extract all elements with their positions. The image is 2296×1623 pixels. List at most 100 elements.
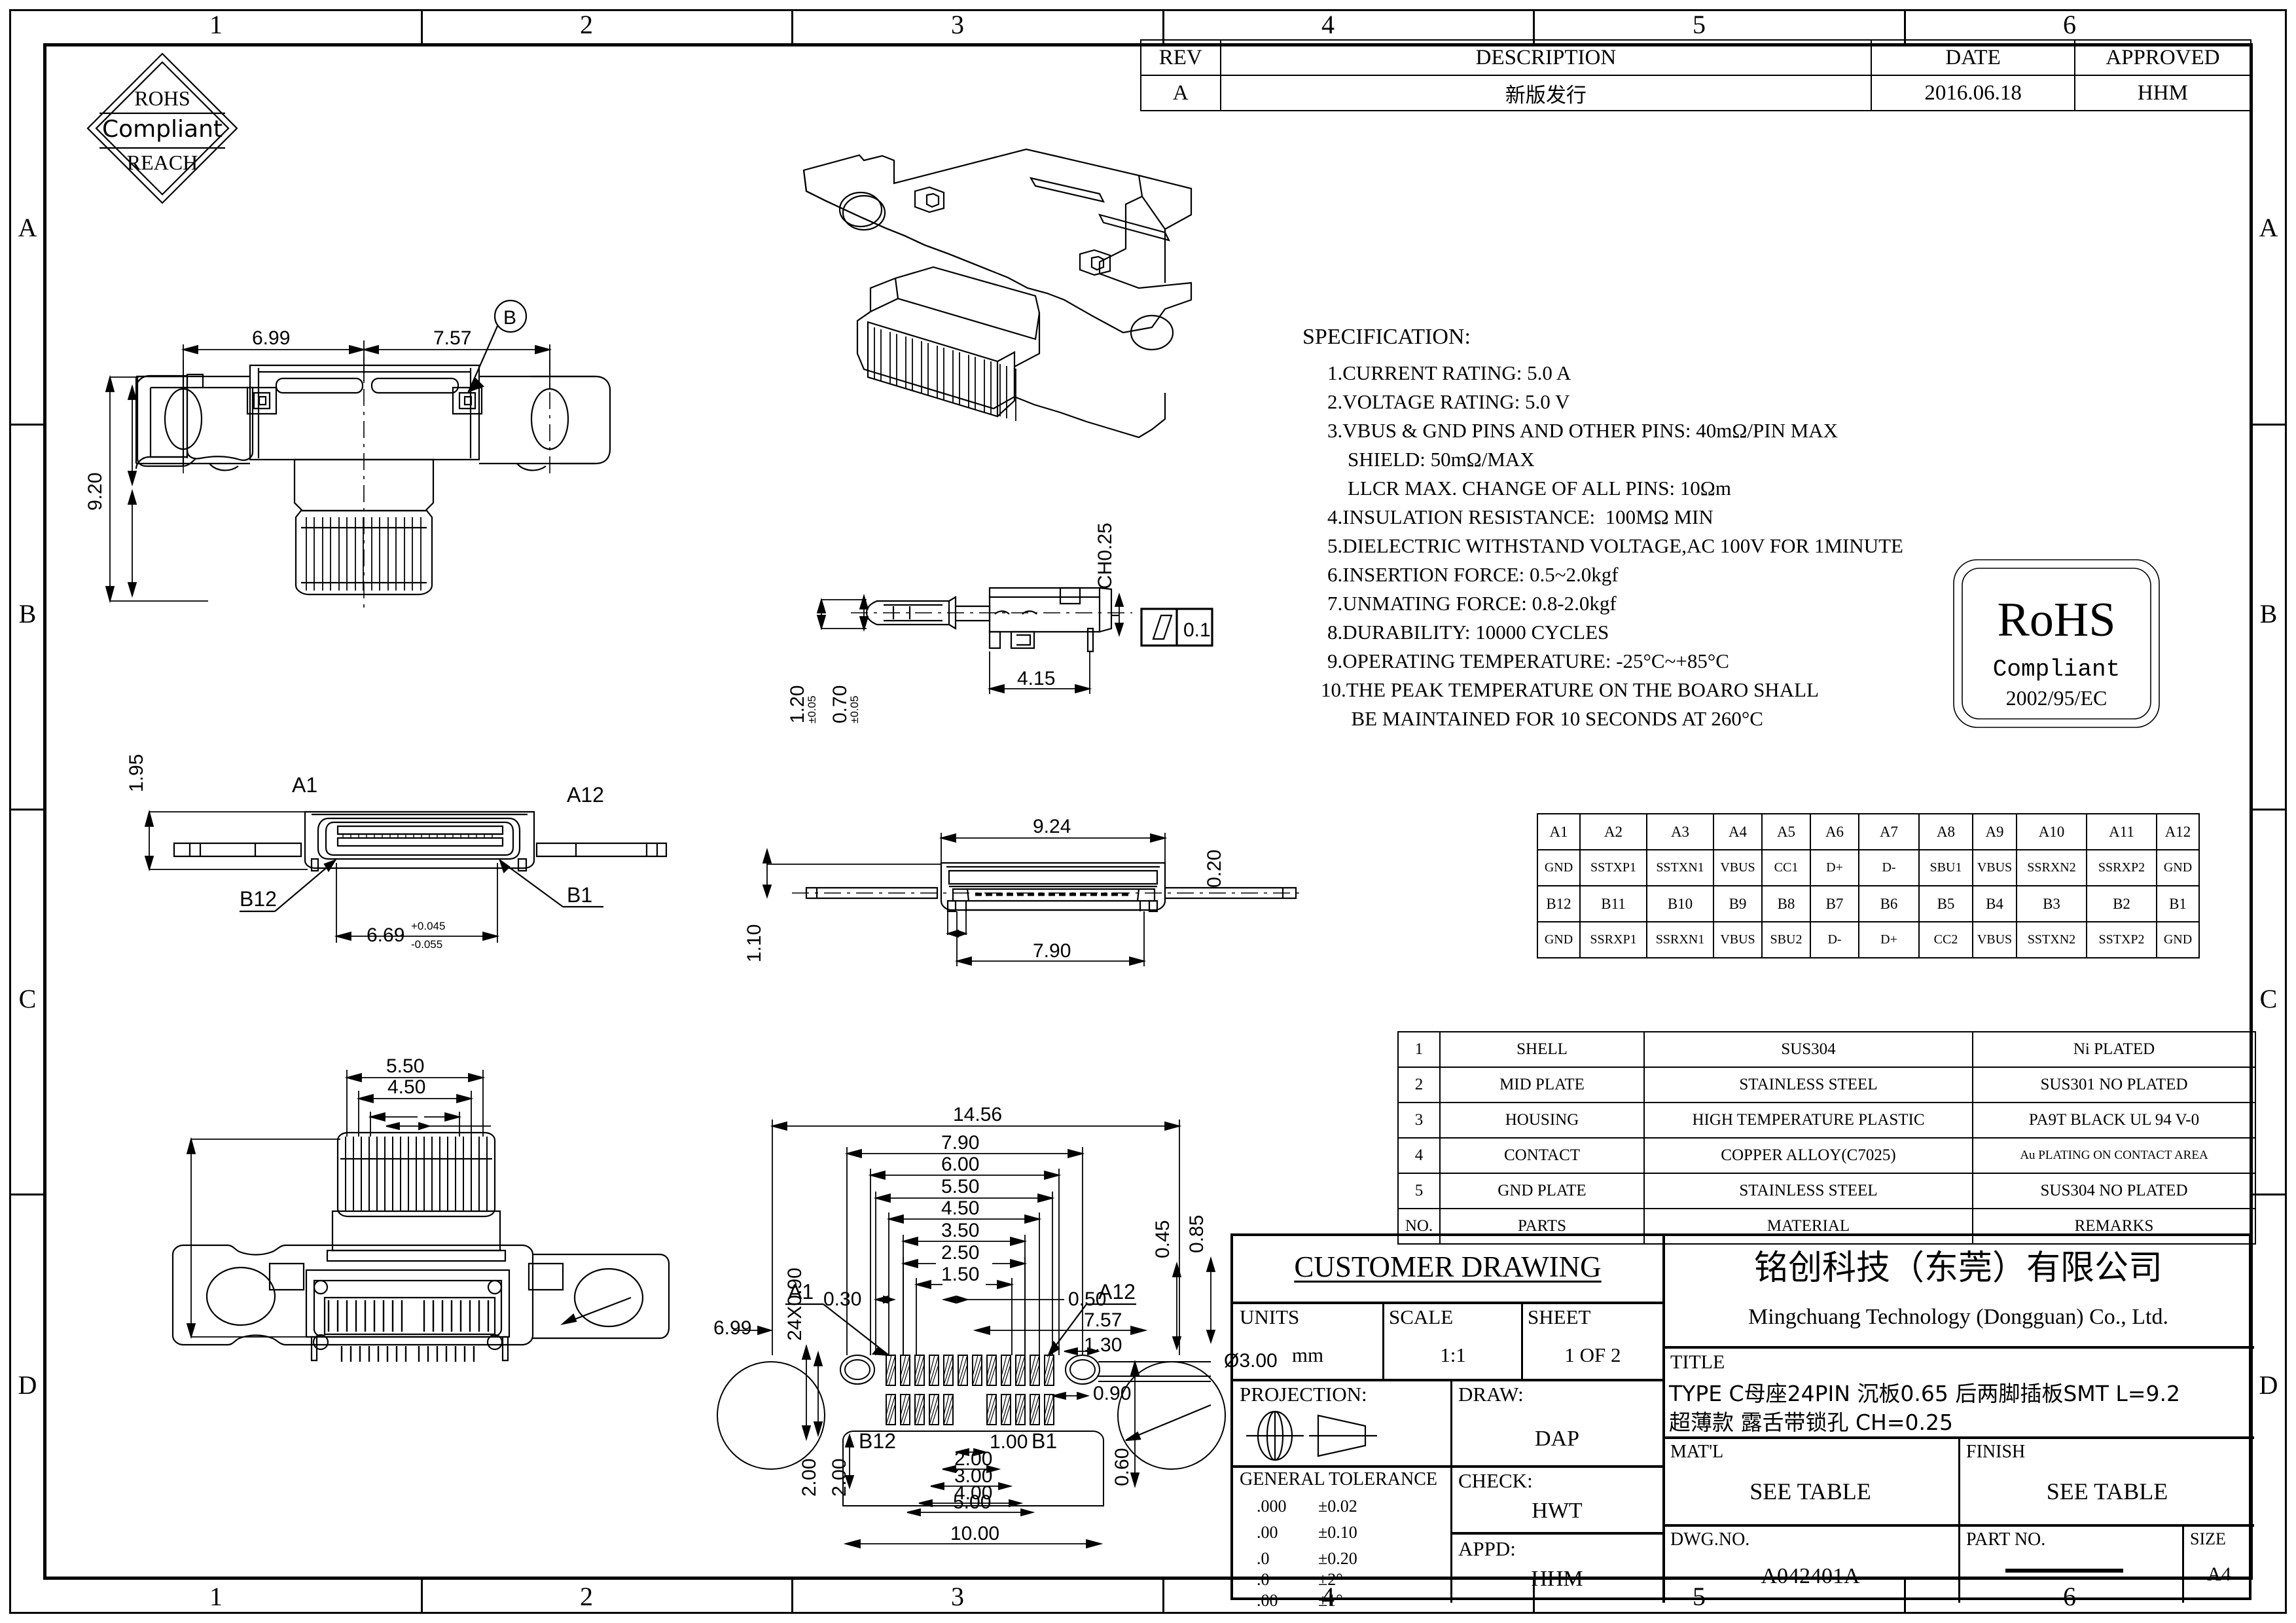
tolerance-places-1: .000 [1257, 1497, 1287, 1516]
pin-id-a4: A4 [1713, 813, 1763, 850]
table-row-pin-a-signals: GND SSTXP1 SSTXN1 VBUS CC1 D+ D- SBU1 VB… [1537, 849, 2200, 886]
scale-value: 1:1 [1440, 1343, 1466, 1366]
pcb-dim-1-30: 1.30 [1084, 1334, 1122, 1356]
zone-label-col-4: 4 [1321, 10, 1335, 39]
zone-label-col-5: 5 [1693, 10, 1706, 39]
dim-4-15: 4.15 [1017, 668, 1055, 689]
zone-divider [2253, 424, 2287, 426]
rohs-box-line3: 2002/95/EC [2005, 686, 2108, 710]
spec-item-3b: LLCR MAX. CHANGE OF ALL PINS: 10Ωm [1327, 477, 1731, 500]
mat-matl-1: SUS304 [1643, 1031, 1973, 1068]
dim-7-90-section: 7.90 [1033, 940, 1071, 962]
company-name-cn: 铭创科技（东莞）有限公司 [1753, 1249, 2162, 1288]
zone-label-col-2: 2 [580, 10, 593, 39]
pin-sig-b10: SSRXN1 [1646, 921, 1714, 958]
rev-header-rev: REV [1140, 39, 1221, 76]
table-row: A 新版发行 2016.06.18 HHM [1140, 75, 2252, 111]
spec-item-5: 5.DIELECTRIC WITHSTAND VOLTAGE,AC 100V F… [1327, 534, 1903, 557]
isometric-view [802, 148, 1193, 439]
pin-id-b6: B6 [1858, 885, 1920, 922]
pin-sig-a2: SSTXP1 [1579, 849, 1647, 886]
pcb-dim-1-50: 1.50 [941, 1264, 979, 1285]
rev-header-desc: DESCRIPTION [1219, 39, 1873, 76]
pcb-dim-7-57: 7.57 [1084, 1309, 1122, 1331]
pin-id-a8: A8 [1918, 813, 1973, 850]
tb-divider [1382, 1302, 1384, 1379]
zone-divider [1533, 9, 1535, 43]
units-label: UNITS [1240, 1305, 1300, 1328]
appd-value: HHM [1531, 1567, 1583, 1591]
mat-part-5: GND PLATE [1439, 1173, 1645, 1209]
rev-header-date: DATE [1871, 39, 2075, 76]
pcb-dim-4-50: 4.50 [941, 1197, 979, 1219]
pin-sig-a4: VBUS [1713, 849, 1763, 886]
mat-part-3: HOUSING [1439, 1102, 1645, 1139]
pin-id-b12: B12 [1537, 885, 1581, 922]
rohs-stamp-line3: REACH [126, 151, 198, 174]
pin-sig-b7: D- [1810, 921, 1859, 958]
spec-item-7: 7.UNMATING FORCE: 0.8-2.0kgf [1327, 592, 1617, 615]
draw-label: DRAW: [1458, 1383, 1524, 1406]
pcb-dim-060-group: 0.60 [1111, 1359, 1140, 1489]
zone-divider [9, 1194, 43, 1195]
rohs-reach-stamp: ROHS Compliant REACH [85, 51, 240, 206]
pin-sig-b12: GND [1537, 921, 1581, 958]
mat-part-1: SHELL [1439, 1031, 1645, 1068]
sheet-value: 1 OF 2 [1564, 1343, 1621, 1366]
pin-sig-a11: SSRXP2 [2086, 849, 2157, 886]
label-A12: A12 [567, 783, 604, 807]
pcb-dim-5-00: 5.00 [953, 1491, 991, 1513]
zone-label-col-6: 6 [2063, 10, 2076, 39]
pcb-dim-0-90: 0.90 [1093, 1383, 1131, 1404]
tb-divider [1662, 1236, 1665, 1603]
size-value: A4 [2207, 1563, 2231, 1585]
zone-divider [2253, 1194, 2287, 1195]
pcb-dim-2-00-b: 2.00 [829, 1459, 850, 1497]
pin-sig-a7: D- [1858, 849, 1920, 886]
pcb-dim-0-50: 0.50 [1068, 1288, 1106, 1310]
pcb-dim-24x090: 24X0.90 [784, 1267, 806, 1341]
spec-item-1: 1.CURRENT RATING: 5.0 A [1327, 361, 1571, 384]
dim-9-20: 9.20 [84, 473, 106, 511]
spec-item-10b: BE MAINTAINED FOR 10 SECONDS AT 260°C [1321, 707, 1763, 730]
mat-rem-1: Ni PLATED [1972, 1031, 2256, 1068]
side-detail-view: 1.20 ±0.05 0.70 ±0.05 4.15 CH0.25 0.1 [787, 522, 1213, 723]
tb-divider [1662, 1346, 2254, 1349]
zone-label-col-3: 3 [951, 10, 964, 39]
zone-label-row-D: D [18, 1370, 37, 1400]
part-no-blank-line [2005, 1569, 2123, 1573]
title-block: CUSTOMER DRAWING UNITS mm SCALE 1:1 SHEE… [1230, 1233, 2254, 1610]
pin-sig-b2: SSTXP2 [2086, 921, 2157, 958]
pcb-dim-dia-3-00: Ø3.00 [1224, 1350, 1278, 1372]
dim-1-20-tol: ±0.05 [806, 696, 818, 723]
tolerance-value-4: ±2° [1318, 1570, 1343, 1589]
pcb-dim-0-45: 0.45 [1152, 1220, 1174, 1258]
rev-header-approved: APPROVED [2073, 39, 2252, 76]
detail-balloon-B: B [503, 307, 516, 329]
table-row-header: REV DESCRIPTION DATE APPROVED [1140, 39, 2252, 76]
tb-divider [1233, 1465, 1662, 1468]
pcb-dim-6-99: 6.99 [713, 1317, 751, 1339]
zone-label-row-B: B [18, 599, 37, 629]
tolerance-places-3: .0 [1257, 1549, 1270, 1568]
dim-7-57: 7.57 [433, 327, 471, 349]
label-B1: B1 [567, 883, 592, 907]
zone-divider [791, 1580, 793, 1614]
pcb-label-A1: A1 [788, 1280, 814, 1304]
table-row: 5 GND PLATE STAINLESS STEEL SUS304 NO PL… [1397, 1173, 2256, 1209]
top-section-view: 1.95 A1 A12 B12 B1 6.69 +0.045 -0.055 [126, 754, 668, 951]
section-view: 9.24 7.90 1.10 [744, 816, 1304, 966]
label-B12: B12 [240, 887, 277, 911]
tolerance-places-2: .00 [1257, 1523, 1278, 1542]
tb-divider [1450, 1379, 1452, 1603]
pcb-label-B1: B1 [1031, 1429, 1057, 1453]
dim-0-20: 0.20 [1204, 849, 1225, 888]
zone-label-row-C: C [18, 984, 37, 1013]
spec-item-9: 9.OPERATING TEMPERATURE: -25°C~+85°C [1327, 649, 1729, 672]
label-A1: A1 [292, 773, 317, 797]
pcb-dim-3-00: 3.00 [954, 1465, 992, 1487]
pin-id-a5: A5 [1761, 813, 1811, 850]
pin-id-b1: B1 [2156, 885, 2200, 922]
tolerance-places-4: .0 [1257, 1570, 1270, 1589]
dim-6-69-upper: +0.045 [411, 920, 445, 932]
